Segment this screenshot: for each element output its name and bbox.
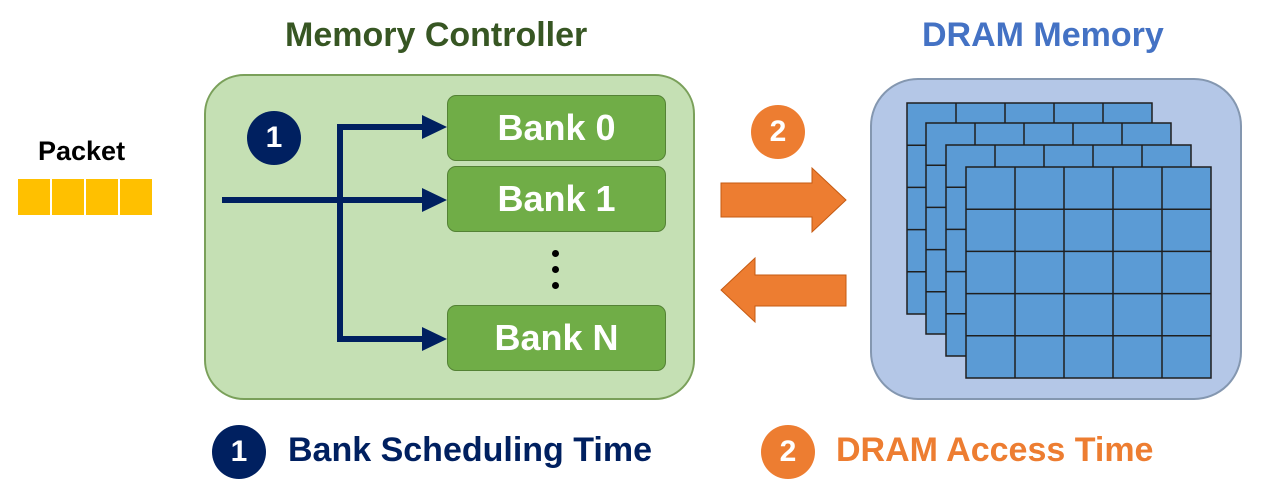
arrowhead-bank-1	[422, 188, 447, 212]
arrowhead-bank-n	[422, 327, 447, 351]
packet-cell	[85, 178, 119, 216]
step-1-badge: 1	[247, 111, 301, 165]
arrowhead-bank-0	[422, 115, 447, 139]
bank-n: Bank N	[447, 305, 666, 371]
packet	[17, 178, 153, 216]
packet-cell	[17, 178, 51, 216]
packet-label: Packet	[38, 136, 126, 166]
bank-0: Bank 0	[447, 95, 666, 161]
arrow-right	[720, 166, 847, 234]
memory-controller-title: Memory Controller	[285, 16, 588, 54]
dram-layer-3	[965, 166, 1212, 379]
arrow-left	[720, 256, 847, 324]
legend-dram-access-time: DRAM Access Time	[836, 431, 1154, 469]
step-2-badge: 2	[751, 105, 805, 159]
packet-cell	[119, 178, 153, 216]
ellipsis-dots	[546, 246, 566, 292]
legend-badge-2: 2	[761, 425, 815, 479]
packet-cell	[51, 178, 85, 216]
legend-bank-scheduling-time: Bank Scheduling Time	[288, 431, 653, 469]
legend-badge-1: 1	[212, 425, 266, 479]
dram-memory-title: DRAM Memory	[922, 16, 1164, 54]
bank-1: Bank 1	[447, 166, 666, 232]
